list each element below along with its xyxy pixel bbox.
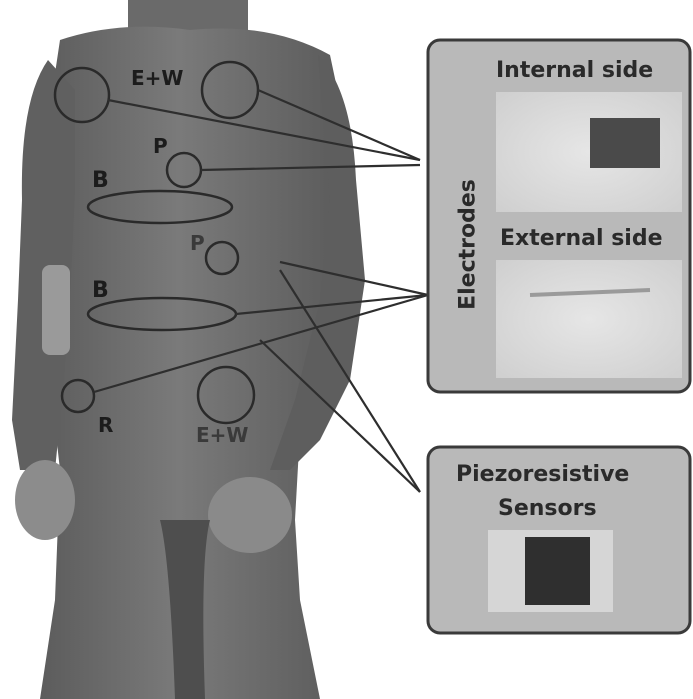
external-side-label: External side xyxy=(500,226,663,251)
sensors-label: Sensors xyxy=(498,496,597,521)
label-b-upper: B xyxy=(92,170,109,192)
sensor-device xyxy=(525,537,590,605)
right-hand xyxy=(208,477,292,553)
label-p-lower: P xyxy=(190,233,205,253)
left-hand xyxy=(15,460,75,540)
arm-band xyxy=(42,265,70,355)
label-p-upper: P xyxy=(153,136,168,156)
label-ew-top: E+W xyxy=(131,68,183,88)
piezoresistive-label: Piezoresistive xyxy=(456,462,629,487)
electrode-fabric-patch xyxy=(590,118,660,168)
label-b-lower: B xyxy=(92,280,109,302)
electrodes-vertical-label: Electrodes xyxy=(456,175,481,315)
person-wearing-sensor-suit xyxy=(12,0,365,699)
label-r: R xyxy=(98,415,113,435)
label-ew-bottom: E+W xyxy=(196,425,248,445)
internal-side-label: Internal side xyxy=(496,58,653,83)
external-side-photo xyxy=(496,260,682,378)
